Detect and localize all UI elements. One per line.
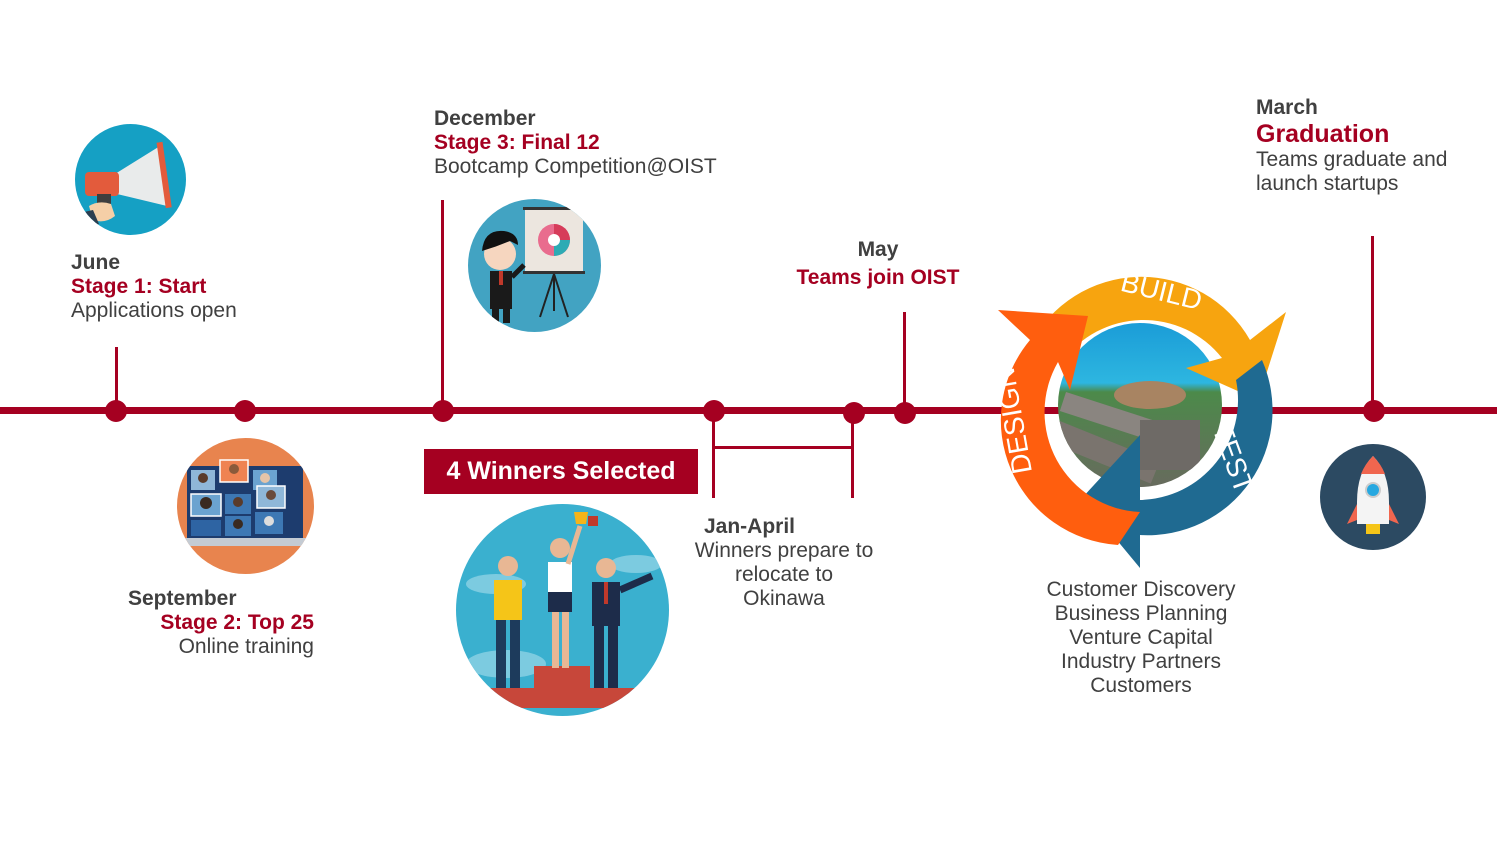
april-dot: [843, 402, 865, 424]
activity-item: Industry Partners: [1061, 650, 1221, 673]
december-stage: Stage 3: Final 12: [434, 131, 600, 154]
may-month: May: [857, 238, 899, 261]
winners-selected-badge: 4 Winners Selected: [424, 449, 698, 494]
september-stage: Stage 2: Top 25: [160, 611, 314, 634]
june-label: June Stage 1: Start Applications open: [71, 251, 237, 323]
march-desc-line: Teams graduate and: [1256, 148, 1448, 171]
may-stage: Teams join OIST: [796, 266, 960, 289]
winners-podium-icon: [456, 504, 669, 716]
june-stage: Stage 1: Start: [71, 275, 207, 298]
december-month: December: [434, 107, 536, 130]
december-dot: [432, 400, 454, 422]
activity-item: Customers: [1090, 674, 1192, 697]
megaphone-icon: [75, 124, 186, 235]
december-label: December Stage 3: Final 12 Bootcamp Comp…: [434, 107, 717, 179]
rocket-icon: [1320, 444, 1426, 550]
presentation-icon: [468, 199, 601, 332]
june-dot: [105, 400, 127, 422]
june-connector: [115, 347, 118, 411]
june-desc: Applications open: [71, 299, 237, 322]
march-stage: Graduation: [1256, 120, 1390, 148]
march-connector: [1371, 236, 1374, 411]
design-build-test-cycle: BUILD TEST DESIGN: [989, 250, 1290, 570]
jan-april-desc-line: Okinawa: [743, 587, 825, 610]
march-label: March Graduation Teams graduate and laun…: [1256, 96, 1447, 196]
september-label: September Stage 2: Top 25 Online trainin…: [128, 587, 314, 659]
jan-april-month: Jan-April: [704, 515, 796, 538]
june-month: June: [71, 251, 121, 274]
activity-item: Business Planning: [1054, 602, 1228, 625]
march-dot: [1363, 400, 1385, 422]
march-month: March: [1256, 96, 1318, 119]
september-dot: [234, 400, 256, 422]
build-arrow: [1030, 276, 1286, 400]
activity-item: Customer Discovery: [1046, 578, 1236, 601]
september-month: September: [128, 587, 237, 610]
jan-april-bracket: [712, 446, 854, 449]
jan-april-desc-line: Winners prepare to: [694, 539, 874, 562]
jan-bracket-right: [851, 411, 854, 498]
may-connector: [903, 312, 906, 411]
september-desc: Online training: [178, 635, 314, 658]
jan-april-desc-line: relocate to: [734, 563, 834, 586]
jan-april-label: Jan-April Winners prepare to relocate to…: [670, 515, 898, 611]
campus-photo: [1058, 323, 1222, 487]
may-label: May Teams join OIST: [780, 238, 976, 290]
december-desc: Bootcamp Competition@OIST: [434, 155, 717, 178]
timeline-axis: [0, 407, 1497, 414]
activity-item: Venture Capital: [1069, 626, 1213, 649]
video-conference-icon: [177, 438, 314, 574]
may-dot: [894, 402, 916, 424]
design-arrow: [998, 310, 1140, 545]
cycle-activities: Customer Discovery Business Planning Ven…: [1010, 578, 1272, 698]
march-desc-line: launch startups: [1256, 172, 1399, 195]
december-connector: [441, 200, 444, 411]
jan-bracket-left: [712, 411, 715, 498]
